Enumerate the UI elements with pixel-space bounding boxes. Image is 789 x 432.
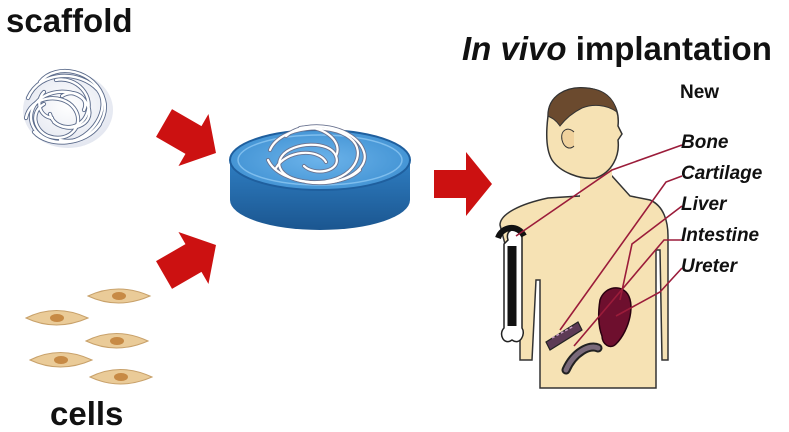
arrow-scaffold-to-dish [149, 97, 231, 179]
cell [30, 353, 92, 368]
cell [26, 311, 88, 326]
scaffold-label: scaffold [6, 2, 133, 40]
cell [88, 289, 150, 303]
arrow-dish-to-body [434, 152, 492, 216]
cell [86, 334, 148, 349]
human-figure [498, 88, 668, 388]
organ-label-liver: Liver [681, 194, 726, 216]
organ-label-cartilage: Cartilage [681, 163, 762, 185]
cell [90, 370, 152, 385]
arrow-cells-to-dish [149, 219, 231, 301]
cells-image [26, 289, 152, 384]
title-italic-part: In vivo [462, 30, 567, 67]
cells-label: cells [50, 395, 123, 432]
organ-label-ureter: Ureter [681, 256, 737, 278]
in-vivo-implantation-title: In vivo implantation [462, 30, 772, 68]
title-rest-part: implantation [567, 30, 772, 67]
new-label: New [680, 82, 719, 104]
petri-dish [230, 126, 410, 230]
organ-label-intestine: Intestine [681, 225, 759, 247]
scaffold-image [23, 71, 113, 148]
organ-label-bone: Bone [681, 132, 729, 154]
